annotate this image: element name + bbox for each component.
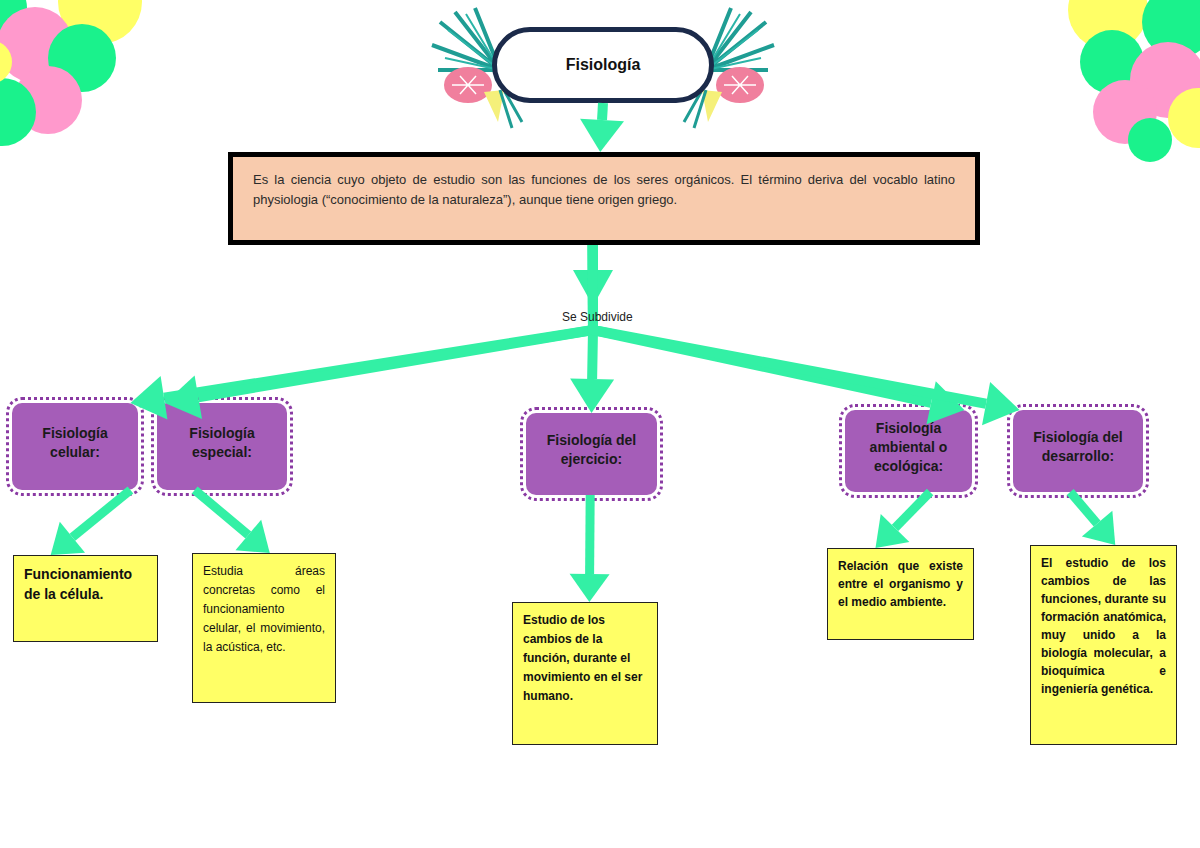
arrow-head	[580, 119, 624, 152]
arrow-head	[876, 514, 910, 548]
arrow-connector	[876, 492, 931, 548]
arrow-head-ornament	[573, 270, 613, 306]
arrow-head	[982, 382, 1019, 425]
palm-leaf	[432, 8, 500, 70]
arrow-shaft	[895, 492, 930, 528]
category-box: Fisiología del ejercicio:	[526, 413, 657, 495]
pink-leaf	[444, 67, 492, 103]
arrow-head	[1082, 511, 1115, 545]
arrow-shaft	[597, 103, 608, 120]
arrow-connector	[195, 490, 270, 553]
node-text: Fisiología del ejercicio:	[534, 431, 649, 469]
arrow-connector	[51, 490, 131, 555]
definition-box: Es la ciencia cuyo objeto de estudio son…	[228, 152, 980, 245]
category-box: Fisiología del desarrollo:	[1013, 410, 1143, 492]
arrow-head	[235, 520, 269, 553]
node-text: Funcionamiento de la célula.	[24, 564, 147, 604]
category-box: Fisiología ambiental o ecológica:	[845, 410, 972, 492]
arrow-head	[570, 379, 614, 413]
arrow-shaft	[587, 245, 598, 379]
palm-leaf	[706, 8, 774, 70]
description-box: Relación que existe entre el organismo y…	[827, 548, 974, 640]
arrow-head	[570, 574, 610, 602]
node-text: Fisiología del desarrollo:	[1021, 428, 1135, 466]
arrow-connector	[130, 245, 593, 419]
arrow-shaft	[195, 490, 249, 535]
node-text: Fisiología	[566, 56, 641, 74]
category-box: Fisiología celular:	[12, 403, 138, 490]
description-box: Funcionamiento de la célula.	[13, 555, 158, 642]
pink-leaf	[716, 67, 764, 103]
palm-leaf	[706, 14, 761, 70]
arrow-head	[927, 381, 965, 424]
arrow-head	[51, 522, 85, 555]
leaf-vein	[724, 76, 756, 94]
node-text: Estudia áreas concretas como el funciona…	[203, 562, 325, 657]
arrow-shaft	[593, 245, 931, 403]
arrow-connector	[580, 103, 624, 152]
description-box: El estudio de los cambios de las funcion…	[1030, 545, 1177, 745]
branch-label: Se Subdivide	[562, 310, 633, 324]
arrow-shaft	[164, 245, 593, 398]
arrow-shaft	[72, 490, 130, 537]
arrow-connector	[570, 495, 610, 602]
node-text: Fisiología especial:	[165, 424, 279, 462]
description-box: Estudio de los cambios de la función, du…	[512, 602, 658, 745]
description-box: Estudia áreas concretas como el funciona…	[192, 553, 336, 703]
node-text: El estudio de los cambios de las funcion…	[1041, 554, 1166, 698]
title-pill: Fisiología	[492, 27, 714, 103]
arrow-shaft	[585, 495, 595, 574]
balloon	[0, 40, 12, 84]
arrow-connector	[165, 245, 593, 419]
node-text: Estudio de los cambios de la función, du…	[523, 611, 647, 706]
arrow-connector	[1070, 492, 1115, 545]
node-text: Es la ciencia cuyo objeto de estudio son…	[253, 170, 955, 210]
arrow-connector	[570, 245, 614, 413]
arrow-head	[130, 376, 167, 419]
category-box: Fisiología especial:	[157, 403, 287, 490]
node-text: Relación que existe entre el organismo y…	[838, 557, 963, 611]
arrow-connector	[593, 245, 965, 424]
node-text: Fisiología ambiental o ecológica:	[853, 419, 964, 476]
leaf-vein	[452, 76, 484, 94]
arrow-head	[165, 376, 202, 419]
balloon	[1128, 118, 1172, 162]
balloon	[0, 78, 36, 146]
node-text: Fisiología celular:	[20, 424, 130, 462]
arrow-connector	[593, 245, 1020, 425]
arrow-shaft	[593, 245, 986, 404]
arrow-shaft	[198, 245, 593, 397]
arrow-shaft	[1070, 492, 1097, 524]
balloon	[1168, 88, 1200, 148]
